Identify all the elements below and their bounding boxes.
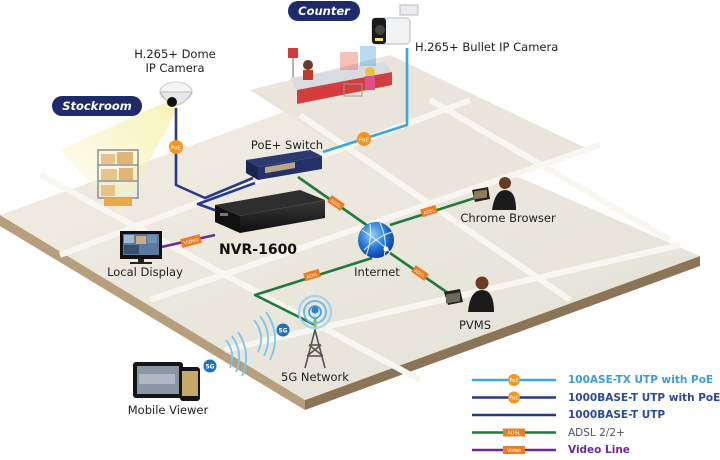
internet-label: Internet xyxy=(354,265,400,279)
zone-label-counter: Counter xyxy=(288,1,360,21)
pvms-user-icon xyxy=(444,276,494,312)
adsl-badge-text: ADSL xyxy=(306,271,320,280)
dome-camera-label-line1: H.265+ Dome xyxy=(134,47,216,61)
poe-badge-bullet: PoE xyxy=(357,132,371,146)
checkout-counter-icon xyxy=(288,46,392,104)
road xyxy=(38,172,422,383)
poe-switch-label: PoE+ Switch xyxy=(250,138,324,152)
dome-camera-label: H.265+ Dome IP Camera xyxy=(125,47,225,75)
5g-badge-2: 5G xyxy=(203,359,217,373)
floor-edge-left xyxy=(0,215,305,410)
local-display-icon xyxy=(120,231,162,264)
5g-badge-1: 5G xyxy=(276,323,290,337)
local-display-label: Local Display xyxy=(107,265,183,279)
legend-row: Video xyxy=(472,446,556,454)
dome-camera-icon xyxy=(159,81,193,107)
legend-row: PoE xyxy=(472,374,556,386)
5g-badge-text: 5G xyxy=(278,328,287,335)
nvr-label: NVR-1600 xyxy=(218,242,298,258)
legend-tag-badge xyxy=(503,428,525,437)
bullet-camera-label: H.265+ Bullet IP Camera xyxy=(415,40,559,54)
poe-switch-icon xyxy=(246,150,322,180)
legend-label: Video Line xyxy=(568,444,630,456)
legend-poe-badge xyxy=(508,374,520,386)
5g-signal-waves xyxy=(225,311,276,377)
video-badge: Video xyxy=(180,234,202,248)
poe-badge-dome: PoE xyxy=(169,140,183,154)
legend-tag-badge xyxy=(503,446,525,454)
legend: PoE PoE ADSL Video xyxy=(472,374,556,454)
internet-globe-icon xyxy=(358,222,394,258)
legend-label: 100ASE-TX UTP with PoE xyxy=(568,374,714,386)
legend-label: 1000BASE-T UTP xyxy=(568,409,666,421)
legend-label: 1000BASE-T UTP with PoE xyxy=(568,391,720,404)
mobile-viewer-label: Mobile Viewer xyxy=(127,403,209,417)
legend-row: ADSL xyxy=(472,428,556,437)
legend-poe-badge xyxy=(508,391,520,404)
legend-badge-text: PoE xyxy=(509,396,518,402)
nvr-icon xyxy=(215,190,325,233)
adsl-badge-text: ADSL xyxy=(423,207,437,216)
pvms-label: PVMS xyxy=(458,318,492,332)
mobile-viewer-icon xyxy=(133,362,200,401)
legend-badge-text: PoE xyxy=(509,378,518,384)
adsl-badge: ADSL xyxy=(303,268,321,282)
adsl-badge: ADSL xyxy=(420,204,438,218)
legend-row: PoE xyxy=(472,391,556,404)
legend-label: ADSL 2/2+ xyxy=(568,426,625,439)
dome-camera-label-line2: IP Camera xyxy=(145,61,205,75)
poe-badge-text: PoE xyxy=(359,138,369,144)
warehouse-shelves-icon xyxy=(97,149,139,206)
legend-badge-text: Video xyxy=(507,448,521,454)
cable-switch-to-nvr xyxy=(196,181,256,214)
5g-tower-icon xyxy=(298,295,332,369)
cable-internet-to-5g xyxy=(253,256,373,327)
5g-network-label: 5G Network xyxy=(281,370,349,384)
bullet-camera-icon xyxy=(371,4,419,45)
road xyxy=(428,97,672,243)
chrome-browser-label: Chrome Browser xyxy=(460,211,556,225)
poe-badge-text: PoE xyxy=(171,146,181,152)
chrome-browser-user-icon xyxy=(472,177,516,210)
video-badge-text: Video xyxy=(183,237,200,247)
legend-badge-text: ADSL xyxy=(507,431,520,437)
5g-badge-text: 5G xyxy=(205,364,214,371)
zone-label-stockroom: Stockroom xyxy=(52,96,142,116)
cable-bullet-to-switch xyxy=(322,48,409,154)
